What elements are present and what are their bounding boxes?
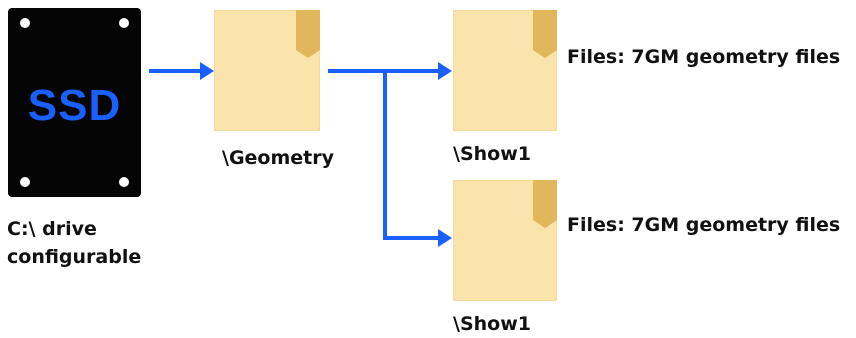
arrow-geometry-to-show1-bottom [383, 71, 441, 240]
screw-hole [20, 177, 30, 187]
folder-icon[interactable] [453, 10, 557, 131]
drive-label-line1: C:\ drive [7, 218, 97, 240]
show1-top-folder-label: \Show1 [453, 143, 531, 165]
show1-bottom-files-text: Files: 7GM geometry files [567, 214, 841, 236]
drive-label-line2: configurable [7, 246, 142, 268]
show1-bottom-folder-label: \Show1 [453, 313, 531, 335]
folder-icon[interactable] [453, 180, 557, 301]
screw-hole [20, 18, 30, 28]
arrowhead [438, 62, 452, 80]
screw-hole [119, 18, 129, 28]
ssd-badge-text: SSD [27, 81, 122, 130]
arrowhead [438, 229, 452, 247]
arrowhead [200, 62, 214, 80]
geometry-folder-label: \Geometry [222, 147, 334, 169]
show1-top-files-text: Files: 7GM geometry files [567, 46, 841, 68]
screw-hole [119, 177, 129, 187]
folder-icon[interactable] [214, 10, 320, 131]
ssd-drive-icon: SSD [8, 8, 141, 197]
